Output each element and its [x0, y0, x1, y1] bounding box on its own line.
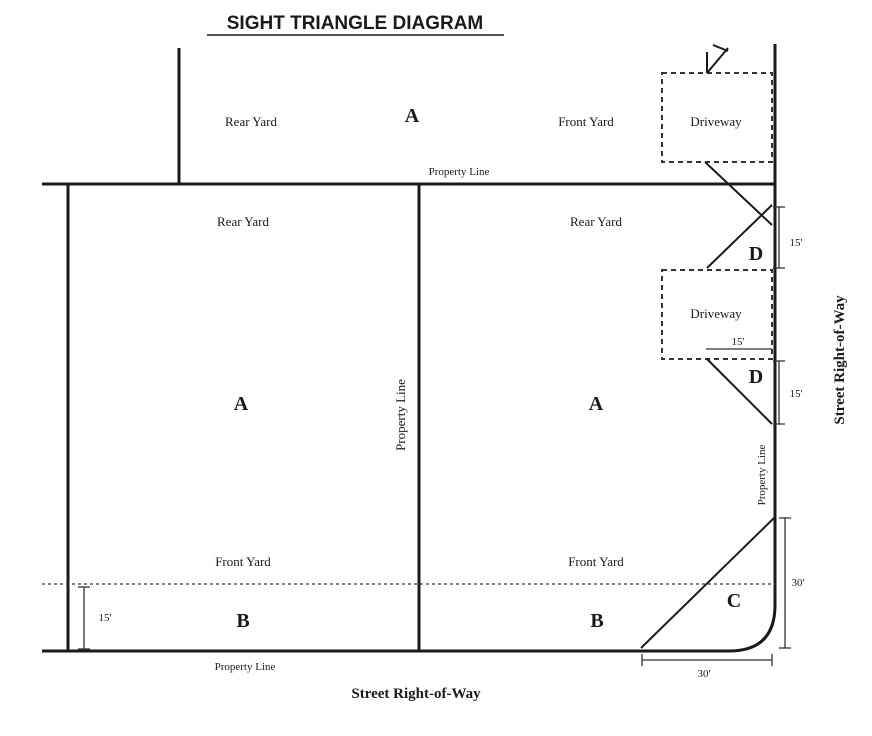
zone-c: C	[727, 590, 741, 612]
label-rear-yard-left: Rear Yard	[217, 214, 269, 229]
sight-line-d1	[706, 204, 773, 269]
zone-a-upper: A	[405, 105, 420, 127]
zone-b-left: B	[236, 610, 249, 632]
zone-b-right: B	[590, 610, 603, 632]
lower-property-line-corner-curve	[42, 518, 777, 653]
sight-line-d2	[706, 358, 773, 425]
driveway-lower	[661, 269, 773, 360]
driveway-upper	[661, 72, 773, 163]
dim-15-left: 15'	[99, 612, 112, 624]
label-front-yard-left: Front Yard	[215, 554, 271, 569]
dim-30-vertical: 30'	[792, 577, 805, 589]
label-rear-yard-upper: Rear Yard	[225, 114, 277, 129]
label-street-row-bottom: Street Right-of-Way	[351, 686, 481, 702]
label-property-line-lower: Property Line	[215, 661, 276, 673]
label-front-yard-right: Front Yard	[568, 554, 624, 569]
sight-line-corner	[640, 517, 775, 649]
driveway-arrow	[706, 47, 729, 74]
label-property-line-vertical: Property Line	[393, 379, 408, 451]
label-driveway-lower: Driveway	[690, 306, 742, 321]
label-front-yard-upper: Front Yard	[558, 114, 614, 129]
dim-15-upper: 15'	[790, 237, 803, 249]
label-rear-yard-right: Rear Yard	[570, 214, 622, 229]
dim-30-horizontal: 30'	[698, 668, 711, 680]
dim-15-lower: 15'	[790, 388, 803, 400]
label-property-line-upper: Property Line	[429, 166, 490, 178]
zone-d-lower: D	[749, 366, 763, 388]
dim-15-horizontal: 15'	[732, 336, 745, 348]
zone-a-left: A	[234, 393, 249, 415]
label-driveway-upper: Driveway	[690, 114, 742, 129]
diagram-title: SIGHT TRIANGLE DIAGRAM	[227, 13, 484, 34]
zone-d-upper: D	[749, 243, 763, 265]
label-property-line-right: Property Line	[756, 444, 768, 505]
zone-a-right: A	[589, 393, 604, 415]
label-street-row-right: Street Right-of-Way	[832, 295, 848, 425]
